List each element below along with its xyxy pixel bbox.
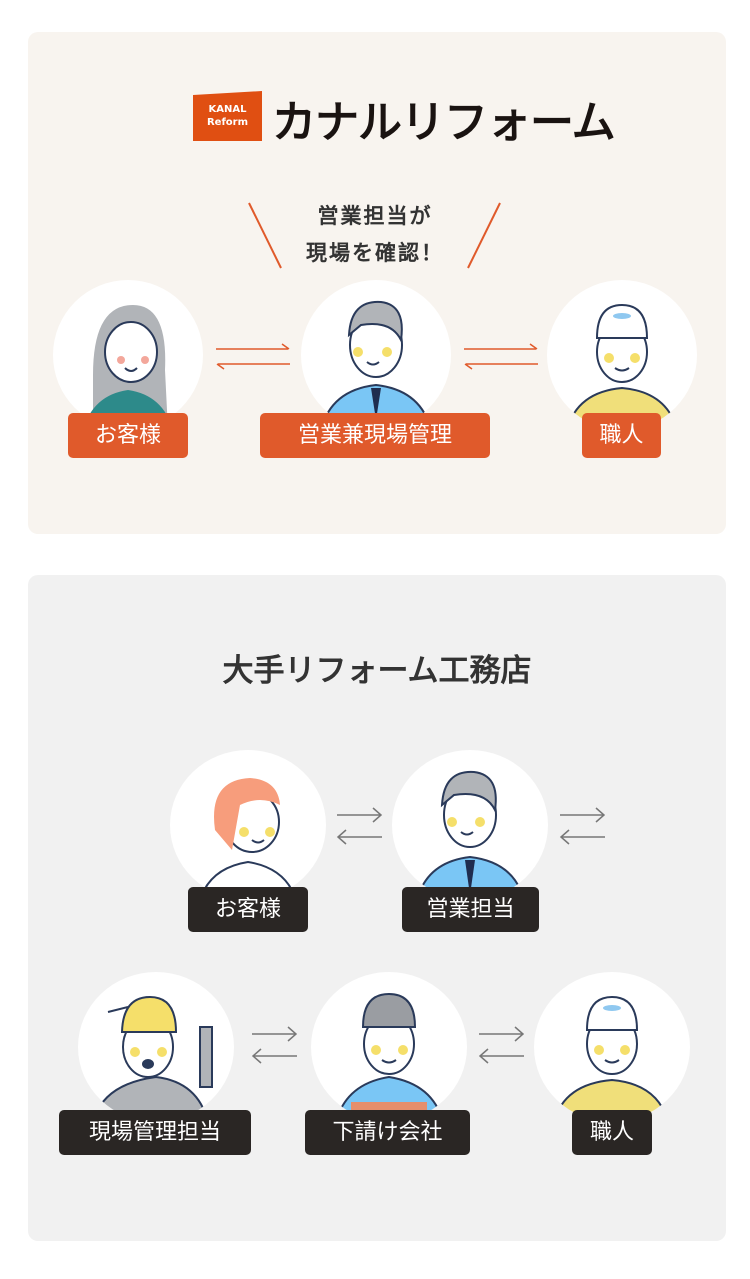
kanal-logo-badge: KANAL Reform <box>193 91 262 141</box>
role-label-craftsman: 職人 <box>582 413 661 458</box>
slogan-line-1: 営業担当が <box>317 204 433 228</box>
two-way-arrow-sales-next <box>559 807 606 845</box>
section-title: 大手リフォーム工務店 <box>222 653 532 689</box>
role-label-subcontractor: 下請け会社 <box>305 1110 470 1155</box>
craftsman-illustration <box>547 280 697 430</box>
subcontractor-illustration <box>311 972 467 1122</box>
slogan-line-2: 現場を確認！ <box>306 241 444 265</box>
two-way-arrow-customer-sales <box>216 343 290 370</box>
role-label-site-manager: 現場管理担当 <box>59 1110 251 1155</box>
logo-text-reform: Reform <box>206 117 249 128</box>
customer-illustration <box>170 750 326 900</box>
role-label-craftsman: 職人 <box>572 1110 652 1155</box>
slogan-emphasis-lines <box>248 202 501 269</box>
brand-name: カナルリフォーム <box>272 97 616 148</box>
logo-text-kanal: KANAL <box>208 104 247 115</box>
sales-rep-illustration <box>392 750 548 900</box>
two-way-arrow-site-manager-subcontractor <box>251 1026 298 1064</box>
two-way-arrow-subcontractor-craftsman <box>478 1026 525 1064</box>
craftsman-illustration <box>534 972 690 1122</box>
role-label-customer: お客様 <box>188 887 308 932</box>
sales-manager-illustration <box>301 280 451 430</box>
role-label-sales-rep: 営業担当 <box>402 887 539 932</box>
customer-illustration <box>53 280 203 430</box>
two-way-arrow-customer-sales <box>336 807 383 845</box>
role-label-sales-site-manager: 営業兼現場管理 <box>260 413 490 458</box>
site-manager-illustration <box>78 972 234 1122</box>
role-label-customer: お客様 <box>68 413 188 458</box>
two-way-arrow-sales-craftsman <box>464 343 538 370</box>
